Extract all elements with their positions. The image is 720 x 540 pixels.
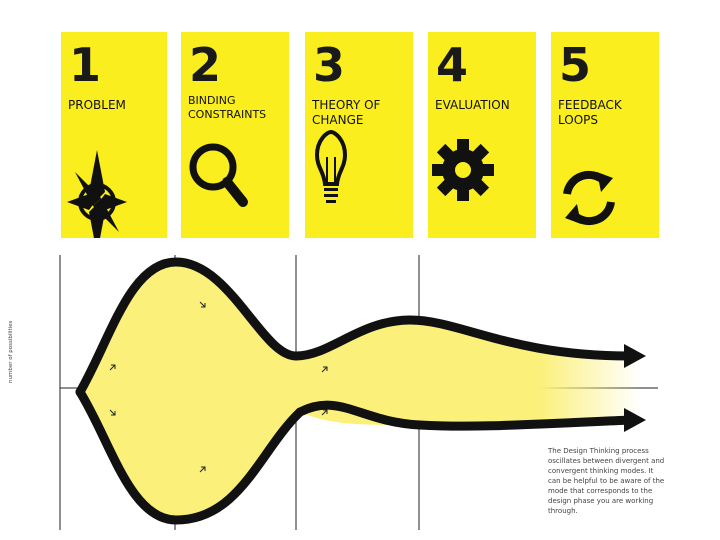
divergent-convergent-top-curve bbox=[75, 257, 635, 397]
divergent-convergent-bottom-curve bbox=[75, 387, 635, 525]
step-number: 3 bbox=[313, 38, 346, 92]
caption-note: The Design Thinking process oscillates b… bbox=[548, 447, 665, 515]
step-number: 2 bbox=[189, 38, 222, 92]
step-card-evaluation: 4 EVALUATION bbox=[428, 32, 536, 238]
step-label: PROBLEM bbox=[68, 98, 126, 112]
step-card-theory-of-change: 3 THEORY OF CHANGE bbox=[305, 32, 413, 238]
step-number: 1 bbox=[69, 38, 102, 92]
magnifier-icon bbox=[189, 143, 248, 207]
direction-arrows bbox=[109, 301, 328, 473]
funnel-fill bbox=[80, 262, 640, 520]
step-label: EVALUATION bbox=[435, 98, 510, 112]
arrowhead bbox=[624, 344, 646, 368]
step-card-binding-constraints: 2 BINDING CONSTRAINTS bbox=[181, 32, 289, 238]
step-card-problem: 1 PROBLEM bbox=[61, 32, 167, 238]
lightbulb-icon bbox=[314, 129, 348, 203]
refresh-icon bbox=[563, 170, 615, 226]
step-label: BINDING CONSTRAINTS bbox=[188, 94, 267, 121]
gear-icon bbox=[432, 139, 494, 201]
y-axis-label: number of possibilities bbox=[8, 320, 14, 383]
step-number: 5 bbox=[559, 38, 592, 92]
step-label: FEEDBACK LOOPS bbox=[558, 98, 622, 127]
step-card-feedback-loops: 5 FEEDBACK LOOPS bbox=[551, 32, 659, 238]
step-label: THEORY OF CHANGE bbox=[312, 98, 381, 127]
compass-icon bbox=[67, 150, 127, 238]
arrowhead bbox=[624, 408, 646, 432]
step-number: 4 bbox=[436, 38, 469, 92]
